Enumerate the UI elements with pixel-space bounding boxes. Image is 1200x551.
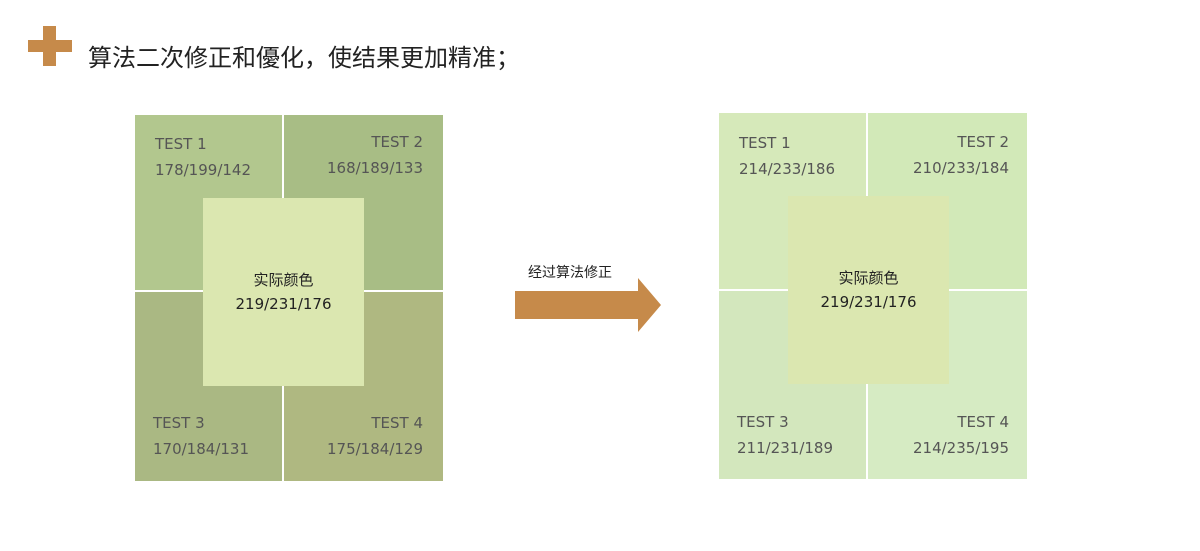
plus-icon <box>28 26 72 66</box>
left-actual-color-box: 实际颜色 219/231/176 <box>203 198 364 386</box>
left-test-3-value: 170/184/131 <box>153 440 249 458</box>
right-color-panel: TEST 1 214/233/186 TEST 2 210/233/184 TE… <box>719 113 1027 479</box>
arrow-shape <box>515 278 661 332</box>
left-actual-color-label: 实际颜色 <box>253 271 314 289</box>
left-test-3-label: TEST 3 <box>153 414 205 432</box>
left-test-4-label: TEST 4 <box>371 414 423 432</box>
right-test-1-label: TEST 1 <box>739 134 791 152</box>
right-test-4-value: 214/235/195 <box>913 439 1009 457</box>
right-actual-color-label: 实际颜色 <box>838 269 899 287</box>
left-test-2-label: TEST 2 <box>371 133 423 151</box>
left-test-1-label: TEST 1 <box>155 135 207 153</box>
right-test-3-label: TEST 3 <box>737 413 789 431</box>
arrow-label: 经过算法修正 <box>528 265 612 281</box>
right-test-2-value: 210/233/184 <box>913 159 1009 177</box>
left-test-1-value: 178/199/142 <box>155 161 251 179</box>
right-test-4-label: TEST 4 <box>957 413 1009 431</box>
right-actual-color-box: 实际颜色 219/231/176 <box>788 196 949 384</box>
right-test-1-value: 214/233/186 <box>739 160 835 178</box>
right-test-2-label: TEST 2 <box>957 133 1009 151</box>
page-title: 算法二次修正和優化，使结果更加精准； <box>88 44 520 72</box>
left-test-4-value: 175/184/129 <box>327 440 423 458</box>
left-color-panel: TEST 1 178/199/142 TEST 2 168/189/133 TE… <box>135 115 443 481</box>
right-test-3-value: 211/231/189 <box>737 439 833 457</box>
right-actual-color-value: 219/231/176 <box>820 293 917 311</box>
right-arrow-icon <box>515 278 661 332</box>
left-actual-color-value: 219/231/176 <box>235 295 332 313</box>
left-test-2-value: 168/189/133 <box>327 159 423 177</box>
